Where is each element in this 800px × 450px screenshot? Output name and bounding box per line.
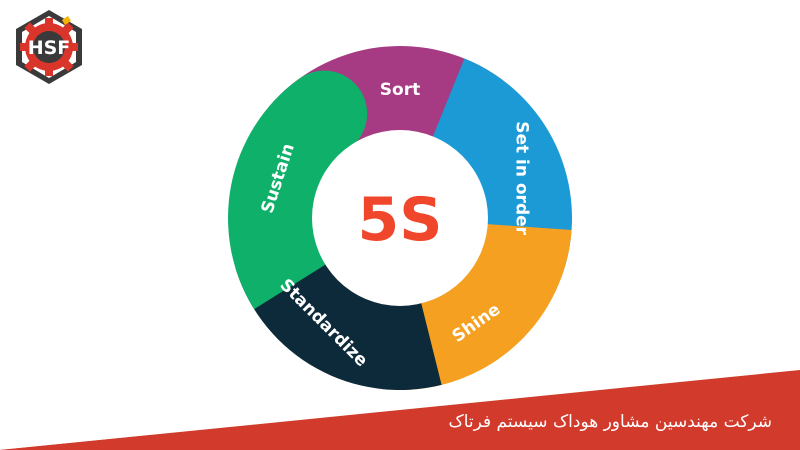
hsf-logo: HSF: [16, 10, 82, 84]
step-label-set-in-order: Set in order: [512, 121, 532, 235]
logo-text: HSF: [28, 37, 71, 59]
step-label-sort: Sort: [380, 80, 420, 100]
segment-sustain: [228, 70, 368, 310]
center-circle: [312, 130, 488, 306]
center-label: 5S: [358, 185, 443, 255]
company-name: شرکت مهندسین مشاور هوداک سیستم فرتاک: [448, 412, 772, 432]
